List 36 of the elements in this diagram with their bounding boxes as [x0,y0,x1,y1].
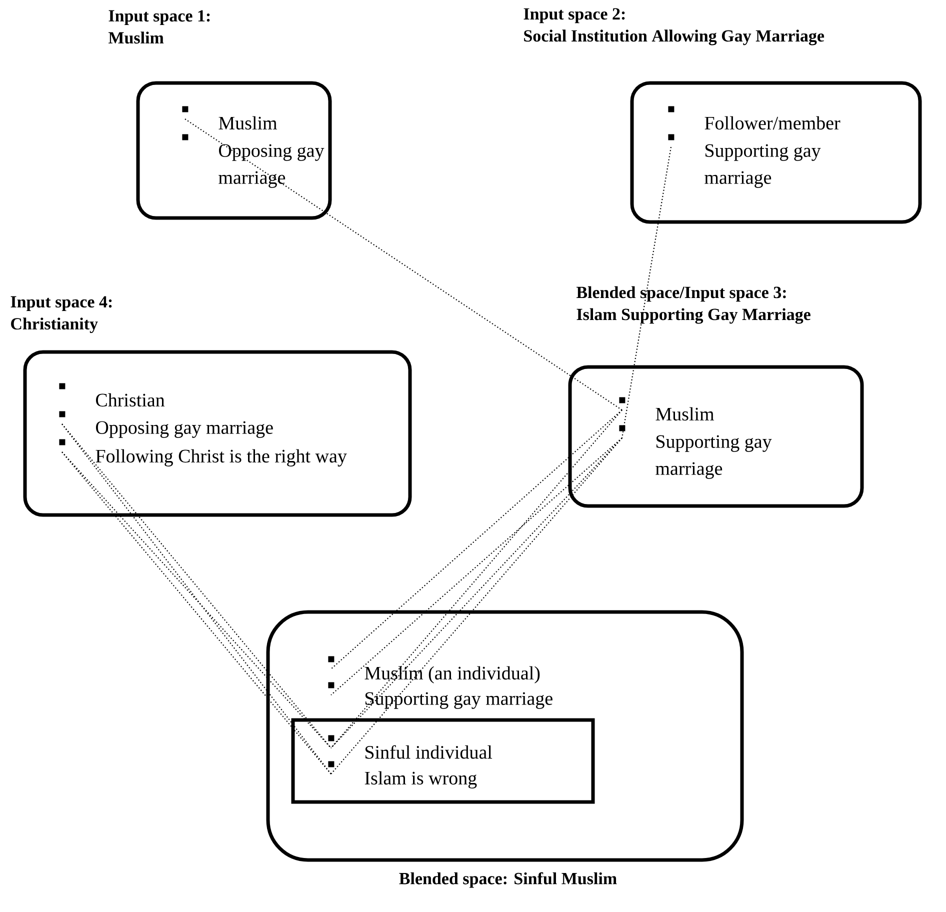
node-label: Input space 1: [108,10,210,26]
node-label: Sinful individual [365,745,492,759]
node-label: Islam Supporting Gay Marriage [576,308,810,324]
node-label: Muslim [218,116,278,130]
bullet-item: Follower/member [668,106,840,130]
node-label: Opposing gay marriage [218,144,324,188]
connector-line [330,410,622,670]
node-label: Supporting gay marriage [656,435,772,479]
node-label: Opposing gay marriage [96,421,273,438]
node-label: Follower/member [704,116,840,130]
node-label: Blended space: Sinful Muslim [399,872,617,888]
connector-line [184,118,622,410]
connector-line [621,146,672,438]
node-label: Islam is wrong [364,771,477,788]
bullet-item: Sinful individual [328,735,492,759]
inner-box [291,718,595,804]
bullet-item: Islam is wrong [328,761,477,788]
node-label: Muslim [108,32,164,44]
node-label: Supporting gay marriage [704,144,821,188]
node-label: Christian [96,393,165,407]
node-label: Blended space/Input space 3: [576,286,786,302]
node-label: Input space 4: [10,296,112,312]
bullet-item: Supporting gay marriage [668,134,821,188]
bullet-item: Following Christ is the right way [59,439,347,466]
bullet-item: Opposing gay marriage [59,411,273,438]
bullet-item: Supporting gay marriage [619,425,772,479]
node-label: Social Institution Allowing Gay Marriage [524,30,824,46]
bullet-item: Muslim [182,106,278,130]
node-label: Christianity [11,318,98,334]
node-label: Following Christ is the right way [96,449,347,466]
connector-line [330,438,622,696]
node-label: Muslim [656,407,714,421]
bullet-item: Opposing gay marriage [182,134,324,188]
bullet-item: Christian [59,383,165,407]
bullet-item: Muslim [619,397,714,421]
node-label: Input space 2: [524,8,625,24]
